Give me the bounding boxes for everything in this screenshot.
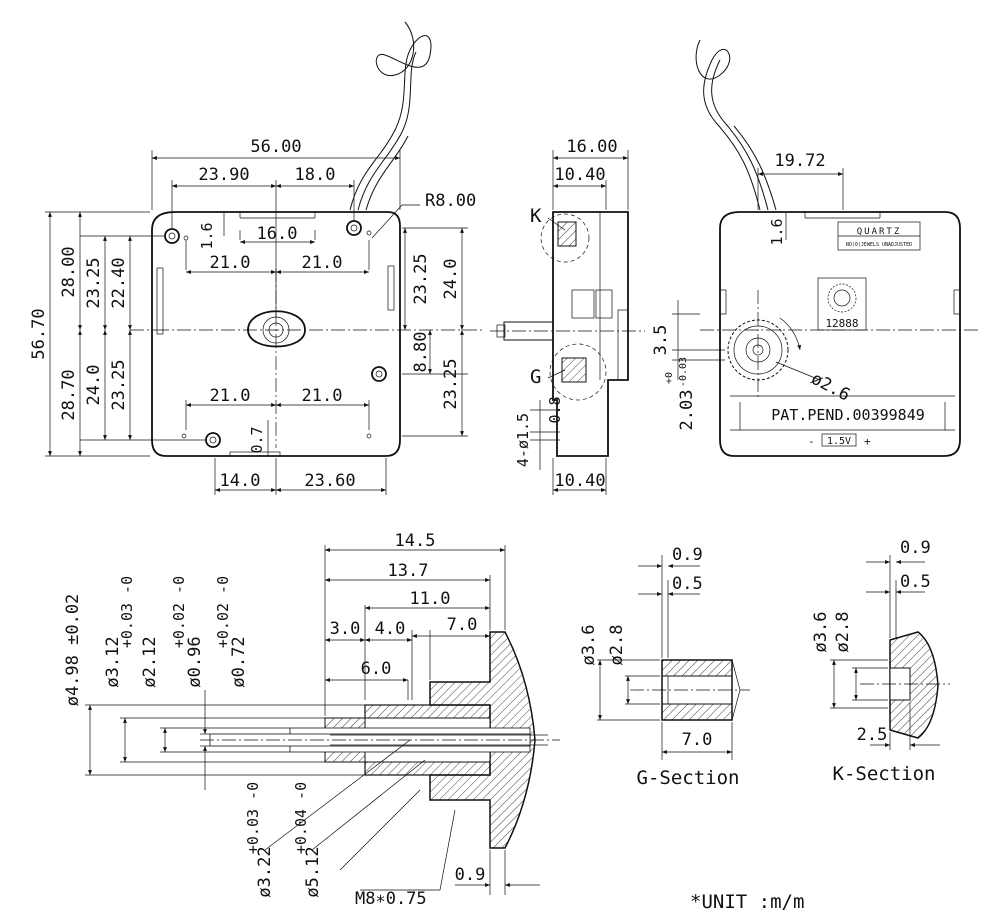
dim-21-br: 21.0: [302, 386, 343, 406]
movement-body-back: [719, 211, 961, 457]
back-dim-tol-plus: +0: [664, 372, 675, 384]
patent-label: PAT.PEND.00399849: [771, 406, 925, 424]
dim-23-25-l2: 23.25: [109, 359, 129, 410]
k-dia-2-8: ø2.8: [833, 612, 853, 653]
k-dim-2-5: 2.5: [857, 725, 888, 745]
dim-28-00: 28.00: [59, 246, 79, 297]
shaft-dim-7-0: 7.0: [447, 615, 478, 635]
k-dia-3-6: ø3.6: [811, 612, 831, 653]
battery-box: [821, 433, 857, 447]
g-dim-7-0: 7.0: [682, 730, 713, 750]
dim-23-90: 23.90: [198, 165, 249, 185]
dim-21-bl: 21.0: [210, 386, 251, 406]
g-dim-0-9: 0.9: [672, 545, 703, 565]
dim-1-6: 1.6: [198, 222, 216, 249]
shaft-dia-0-96: ø0.96: [185, 636, 205, 687]
side-dim-10-40-bot: 10.40: [554, 471, 605, 491]
side-view: 16.00 10.40 10.40 K G 0.8 4-ø1.5: [490, 137, 645, 495]
shaft-dim-11-0: 11.0: [410, 589, 451, 609]
side-dim-10-40-top: 10.40: [554, 165, 605, 185]
k-section: 0.9 0.5 ø3.6 ø2.8 2.5 K-Section: [811, 538, 950, 785]
battery-minus: -: [808, 435, 815, 448]
shaft-dia-5-12-tol: +0.04 -0: [292, 782, 310, 854]
shaft-flange: [429, 631, 536, 849]
shaft-dia-4-98: ø4.98 ±0.02: [63, 594, 83, 707]
g-dim-0-5: 0.5: [672, 574, 703, 594]
back-view: QUARTZ NO(0)JEWELS UNADJUSTED 12888 PAT.…: [651, 39, 980, 457]
back-dim-3-5: 3.5: [651, 325, 671, 356]
dim-14-0: 14.0: [220, 471, 261, 491]
shaft-dia-2-12: ø2.12: [140, 636, 160, 687]
battery-label: 1.5V: [827, 436, 851, 447]
g-detail-circle: [549, 343, 607, 401]
side-dim-16: 16.00: [566, 137, 617, 157]
dim-24-0-r: 24.0: [441, 259, 461, 300]
side-dim-holes: 4-ø1.5: [514, 413, 532, 467]
shaft-dia-3-22-tol: +0.03 -0: [244, 782, 262, 854]
shaft-dim-14-5: 14.5: [395, 531, 436, 551]
shaft-dia-0-72: ø0.72: [229, 636, 249, 687]
shaft-dim-4-0: 4.0: [375, 619, 406, 639]
shaft-dim-6-0: 6.0: [361, 659, 392, 679]
dim-28-70: 28.70: [59, 369, 79, 420]
shaft-dim-13-7: 13.7: [388, 561, 429, 581]
mount-hole-br: [371, 366, 387, 382]
back-dim-19-72: 19.72: [774, 151, 825, 171]
dim-22-40: 22.40: [109, 257, 129, 308]
k-dim-0-9: 0.9: [900, 538, 931, 558]
brand-sublabel: NO(0)JEWELS UNADJUSTED: [846, 242, 912, 248]
shaft-thread: M8∗0.75: [355, 889, 427, 909]
dim-21-tl: 21.0: [210, 253, 251, 273]
mount-hole-tr: [346, 220, 362, 236]
back-dim-1-6: 1.6: [768, 218, 786, 245]
shaft-dia-3-12-tol: +0.03 -0: [118, 576, 136, 648]
wire: [349, 21, 432, 211]
dim-8-80: 8.80: [411, 332, 431, 373]
movement-body-side: [552, 211, 629, 457]
dim-24-0-l: 24.0: [84, 365, 104, 406]
shaft-section: 14.5 13.7 11.0 7.0 3.0 4.0 6.0 ø4.98 ±0.…: [63, 531, 560, 909]
shaft-dia-3-22: ø3.22: [255, 846, 275, 897]
label-k: K: [530, 205, 542, 227]
k-section-part: [889, 631, 939, 739]
g-dia-2-8: ø2.8: [607, 625, 627, 666]
shaft-dim-3-0: 3.0: [330, 619, 361, 639]
k-dim-0-5: 0.5: [900, 572, 931, 592]
dim-18-0: 18.0: [295, 165, 336, 185]
k-section-title: K-Section: [833, 763, 936, 785]
g-section-title: G-Section: [637, 767, 740, 789]
back-wire: [695, 39, 761, 211]
side-dim-0-8: 0.8: [546, 396, 564, 423]
front-view: 56.00 23.90 18.0 R8.00 16.0 1.6 21.0 21.…: [29, 21, 485, 495]
g-section: 0.9 0.5 ø3.6 ø2.8 7.0 G-Section: [579, 545, 750, 789]
back-dim-tol-minus: -0.03: [678, 357, 689, 387]
dim-56-70: 56.70: [29, 308, 49, 359]
dim-16-0: 16.0: [257, 224, 298, 244]
shaft-dia-5-12: ø5.12: [303, 846, 323, 897]
dim-23-25-l1: 23.25: [84, 257, 104, 308]
dim-23-25-r1: 23.25: [411, 253, 431, 304]
brand-label: QUARTZ: [857, 227, 902, 237]
model-label: 12888: [825, 317, 858, 330]
dim-0-7: 0.7: [248, 426, 266, 453]
dim-21-tr: 21.0: [302, 253, 343, 273]
dim-56-00: 56.00: [250, 137, 301, 157]
dim-23-60: 23.60: [304, 471, 355, 491]
shaft-dia-0-96-tol: +0.02 -0: [170, 576, 188, 648]
label-g: G: [530, 366, 541, 388]
battery-plus: +: [864, 435, 871, 448]
shaft-dia-3-12: ø3.12: [103, 636, 123, 687]
unit-note: *UNIT :m/m: [690, 891, 804, 913]
shaft-dim-0-9: 0.9: [455, 865, 486, 885]
g-dia-3-6: ø3.6: [579, 625, 599, 666]
dim-r8: R8.00: [425, 191, 476, 211]
back-dim-2-03: 2.03: [677, 390, 697, 431]
dim-23-25-r2: 23.25: [441, 358, 461, 409]
mount-hole-bl: [205, 432, 221, 448]
k-detail-circle: [540, 213, 590, 263]
shaft-dia-0-72-tol: +0.02 -0: [214, 576, 232, 648]
